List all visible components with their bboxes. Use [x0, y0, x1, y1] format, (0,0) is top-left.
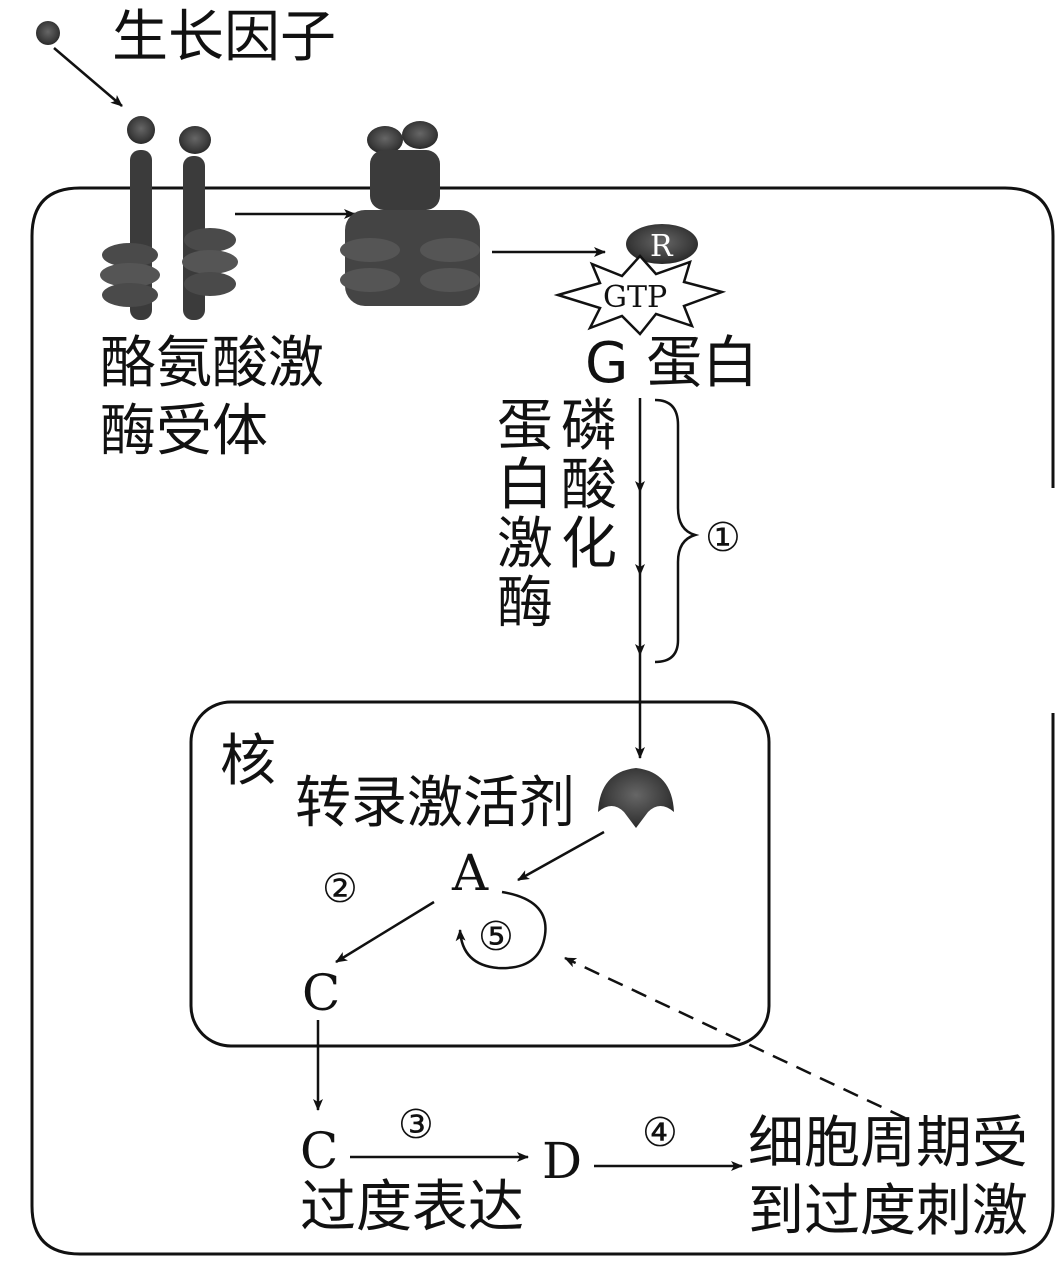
- gtp-label: GTP: [603, 280, 667, 315]
- kinase-col1-char-1: 白: [497, 453, 553, 518]
- c-label-nucleus: C: [302, 964, 340, 1022]
- kinase-col1-char-0: 蛋: [497, 394, 553, 459]
- g-protein-r-icon: [626, 224, 698, 264]
- step3-label: ③: [398, 1102, 434, 1148]
- step1-label: ①: [705, 515, 741, 561]
- kinase-col2-char-0: 磷: [561, 394, 617, 459]
- r-label: R: [650, 229, 674, 264]
- transcription-activator-icon: [598, 768, 674, 828]
- d-label: D: [542, 1132, 582, 1190]
- receptor-dimer-icon: [340, 121, 480, 306]
- kinase-col2-char-1: 酸: [561, 453, 617, 518]
- growth-factor-label: 生长因子: [112, 5, 336, 70]
- receptor-label-line1: 酪氨酸激: [100, 331, 324, 396]
- feedback-dashed-arrow: [564, 956, 906, 1120]
- activator-label: 转录激活剂: [295, 771, 575, 836]
- cell-membrane: [30, 186, 1055, 1256]
- kinase-col2-char-2: 化: [561, 512, 617, 577]
- self-loop-arrow: [455, 890, 547, 970]
- c-label-cytoplasm: C: [300, 1122, 338, 1180]
- g-protein-label: G 蛋白: [585, 331, 758, 396]
- cycle-label-line1: 细胞周期受: [748, 1111, 1028, 1176]
- a-label: A: [451, 844, 489, 902]
- receptor-label-line2: 酶受体: [100, 399, 268, 464]
- overexpress-label: 过度表达: [300, 1175, 524, 1240]
- step2-label: ②: [322, 866, 358, 912]
- step4-label: ④: [642, 1110, 678, 1156]
- gtp-burst-icon: [553, 254, 727, 336]
- nucleus-label: 核: [220, 729, 276, 794]
- cascade-brace: [654, 398, 700, 664]
- receptor-monomer-icon: [100, 116, 238, 320]
- growth-factor-icon: [36, 21, 60, 45]
- step5-label: ⑤: [478, 914, 514, 960]
- kinase-col1-char-2: 激: [497, 512, 553, 577]
- cycle-label-line2: 到过度刺激: [748, 1179, 1028, 1244]
- nucleus-boundary: [189, 700, 771, 1048]
- kinase-col1-char-3: 酶: [497, 571, 553, 636]
